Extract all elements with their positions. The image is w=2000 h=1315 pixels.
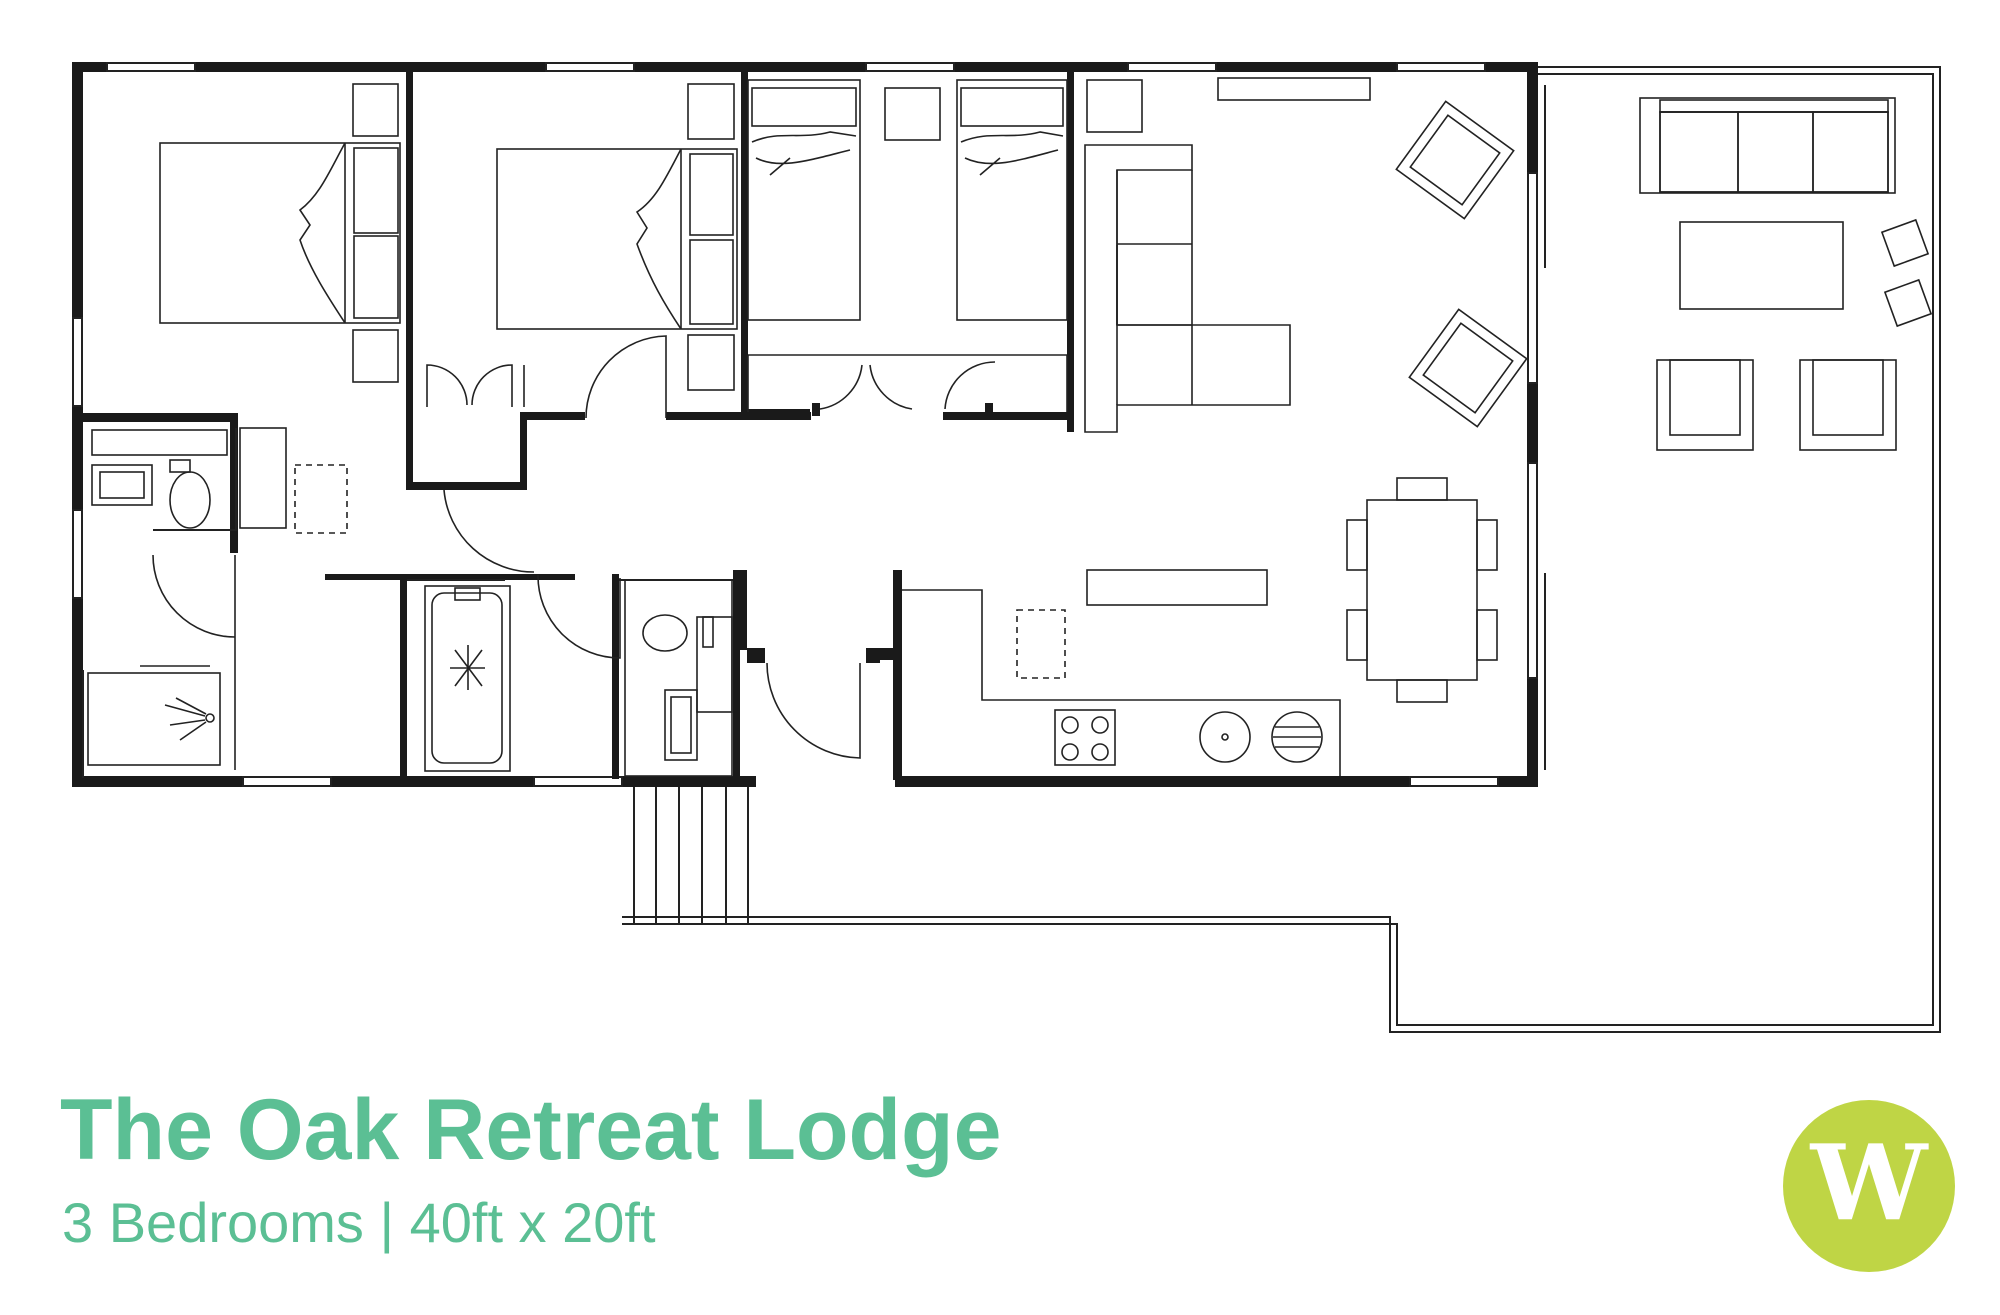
brand-logo: W: [1783, 1100, 1955, 1272]
deck-outline: [622, 66, 1941, 1033]
entry-steps: [633, 785, 749, 924]
ensuite-fixtures: [87, 427, 348, 766]
deck-furniture: [1639, 97, 1933, 451]
doors: [152, 335, 996, 770]
exterior-walls: [72, 62, 1538, 787]
page-title: The Oak Retreat Lodge: [60, 1082, 1002, 1178]
kitchen-furniture: [902, 589, 1341, 776]
bathroom-fixtures: [424, 579, 733, 777]
bedroom-2-furniture: [496, 83, 738, 391]
interior-walls: [83, 72, 1074, 780]
logo-letter: W: [1810, 1121, 1928, 1244]
windows: [72, 62, 1538, 787]
living-room-furniture: [1084, 77, 1528, 703]
bedroom-1-furniture: [159, 83, 401, 383]
page-subtitle: 3 Bedrooms | 40ft x 20ft: [62, 1191, 656, 1254]
bedroom-3-furniture: [747, 79, 1068, 412]
